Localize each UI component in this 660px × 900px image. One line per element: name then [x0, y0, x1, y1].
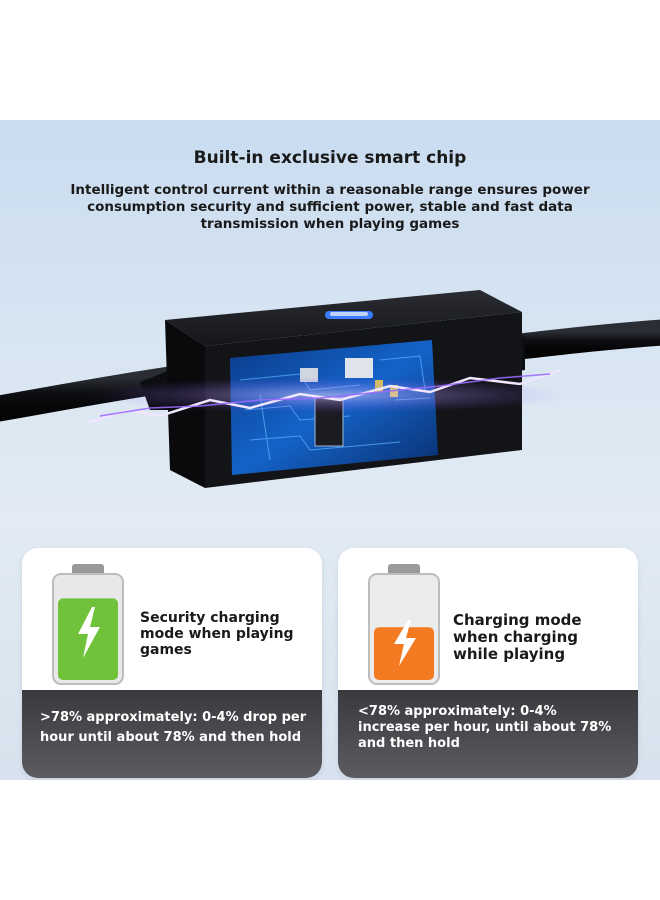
lightning-bolt-icon [78, 607, 100, 658]
card-description-bar [338, 690, 638, 778]
charging-while-playing-card: Charging mode when charging while playin… [338, 548, 638, 778]
page-subtitle: Intelligent control current within a rea… [70, 182, 590, 232]
page-title: Built-in exclusive smart chip [193, 148, 467, 168]
energy-streak [89, 368, 561, 424]
card-description: >78% approximately: 0-4% drop per hour u… [40, 710, 307, 745]
smart-chip-cable-image [0, 290, 660, 488]
card-description-bar [22, 690, 322, 778]
battery-full-icon [52, 564, 124, 685]
lightning-bolt-icon [394, 620, 416, 666]
card-mode-label: Charging mode when charging while playin… [453, 611, 582, 663]
security-charging-card: Security charging mode when playing game… [22, 548, 322, 778]
card-description: <78% approximately: 0-4% increase per ho… [358, 704, 612, 751]
feature-panel: Built-in exclusive smart chip Intelligen… [0, 120, 660, 780]
card-mode-label: Security charging mode when playing game… [140, 610, 294, 658]
battery-charging-icon [368, 564, 440, 685]
